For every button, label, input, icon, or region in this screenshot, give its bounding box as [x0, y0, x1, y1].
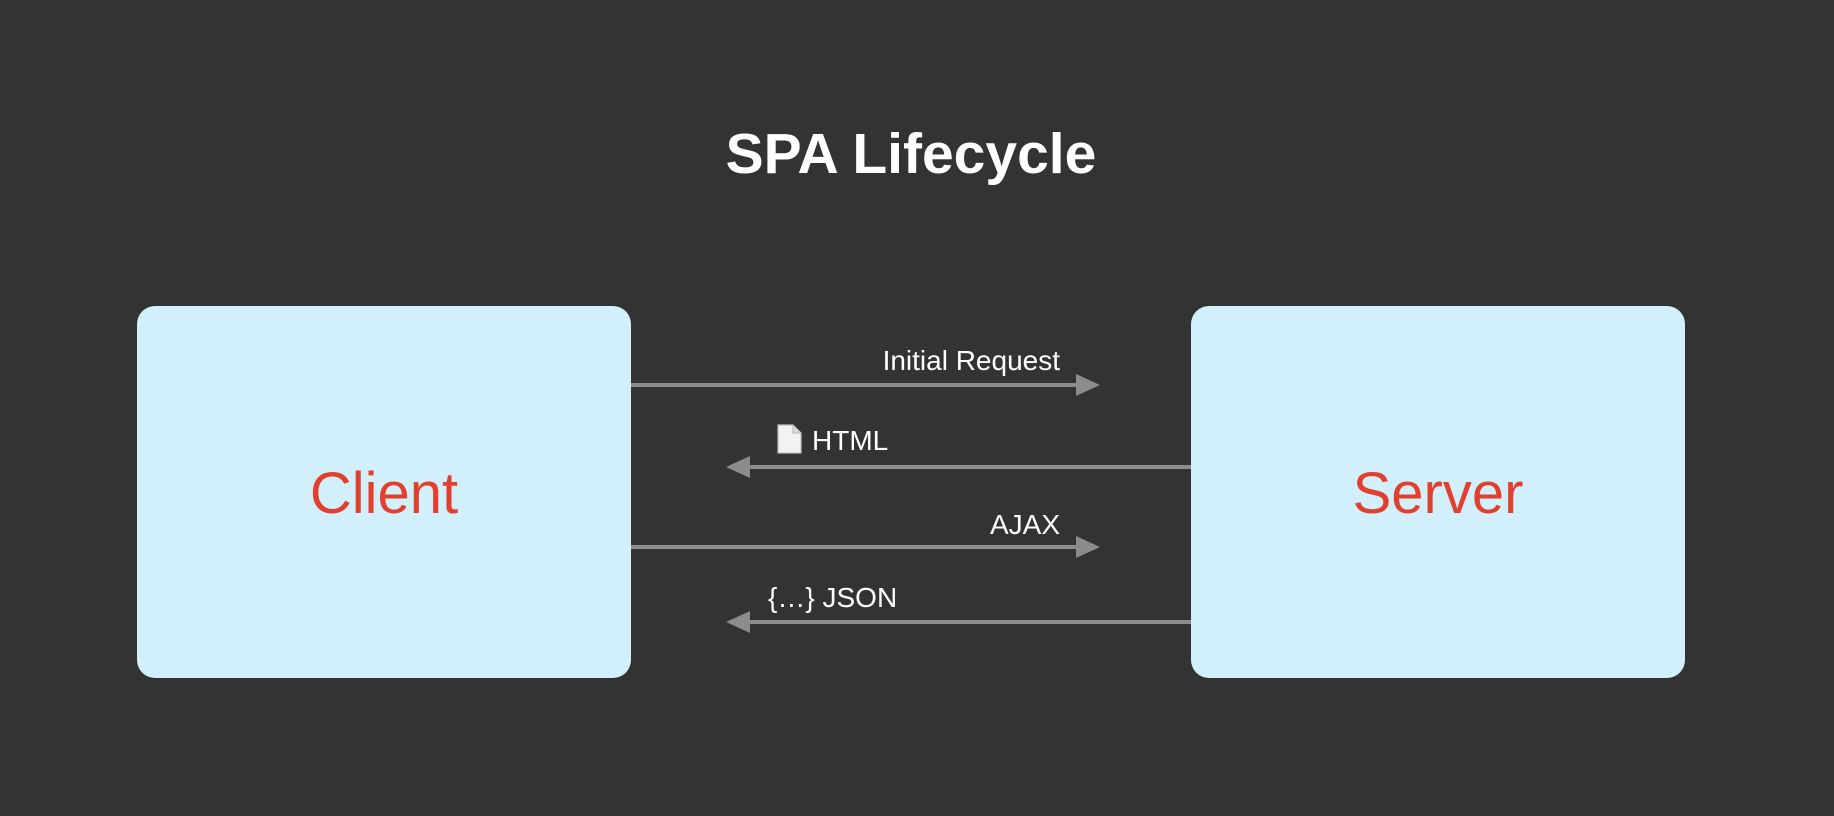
label-json: {…} JSON	[768, 582, 898, 613]
label-html-group: HTML	[776, 424, 888, 462]
server-box: Server	[1191, 306, 1685, 678]
client-label: Client	[309, 461, 459, 526]
document-icon	[776, 424, 802, 462]
client-box: Client	[137, 306, 631, 678]
arrowhead-initial-request	[1076, 374, 1100, 396]
diagram-title: SPA Lifecycle	[725, 122, 1097, 186]
server-label: Server	[1352, 461, 1524, 526]
arrowhead-json	[726, 611, 750, 633]
arrowhead-html	[726, 456, 750, 478]
arrowhead-ajax	[1076, 536, 1100, 558]
label-initial-request: Initial Request	[882, 345, 1060, 376]
label-ajax: AJAX	[989, 509, 1060, 540]
label-html: HTML	[812, 425, 889, 456]
